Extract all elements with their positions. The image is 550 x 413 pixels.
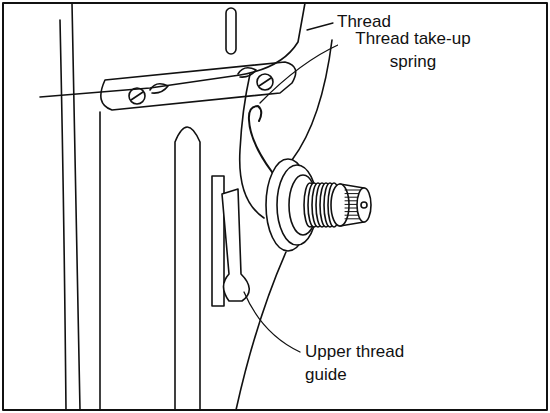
part-label: Upper thread guide	[303, 341, 437, 387]
knurl-line	[345, 218, 360, 219]
knurl-line	[345, 193, 360, 194]
knurl-line	[345, 190, 360, 191]
part-label: Thread take-up spring	[338, 28, 488, 74]
